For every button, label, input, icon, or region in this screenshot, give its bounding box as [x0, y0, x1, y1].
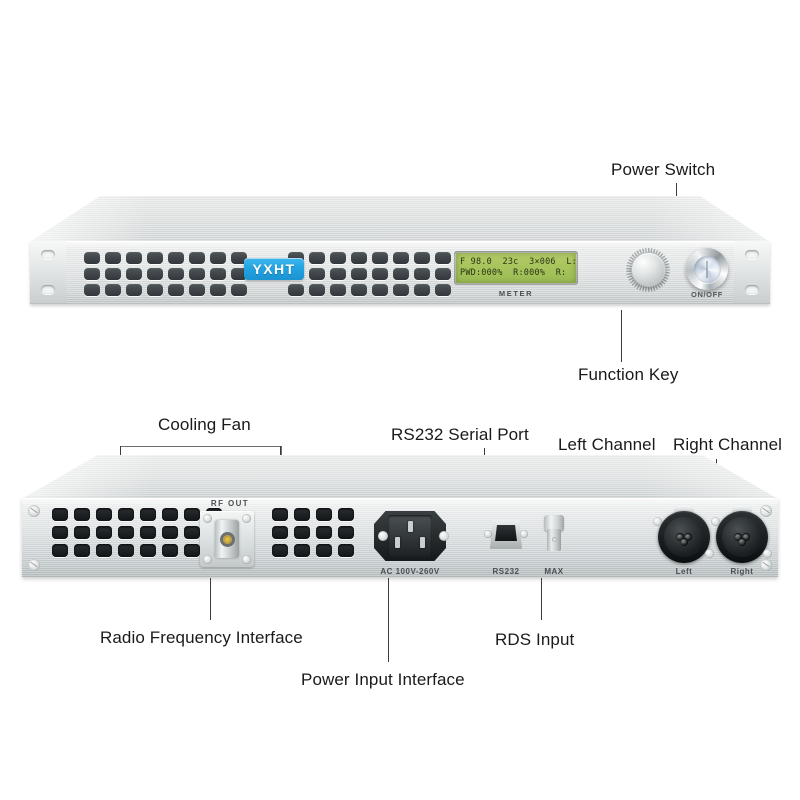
rack-ear-right [734, 241, 770, 303]
screw-icon [439, 531, 449, 541]
xlr-left-label: Left [675, 567, 693, 576]
xlr-body [658, 511, 710, 563]
screw-icon [763, 549, 772, 558]
annotation-function-key: Function Key [578, 365, 679, 384]
rf-out-label: RF OUT [210, 499, 250, 508]
lcd-display: F 98.0 23c 3×006 L: PWD:000% R:000% R: [454, 251, 578, 285]
rack-hole-icon [41, 285, 55, 294]
ac-pin-icon [407, 521, 413, 532]
ac-pin-icon [420, 537, 425, 548]
rear-panel-view: RF OUT AC 100V-260V RS232 [22, 455, 778, 585]
screw-icon [705, 549, 714, 558]
screw-icon [242, 555, 251, 564]
leader-function-key [621, 310, 623, 362]
screw-icon [520, 530, 528, 538]
xlr-pin-hole-icon [676, 533, 684, 541]
rf-output-connector[interactable] [200, 511, 254, 567]
front-panel-view: YXHT F 98.0 23c 3×006 L: PWD:000% R:000%… [30, 196, 770, 312]
leader-rds-input [541, 578, 543, 620]
front-chassis-top [30, 196, 770, 242]
lcd-line-1: F 98.0 23c 3×006 L: [460, 257, 577, 267]
annotation-power-input-interface: Power Input Interface [301, 670, 465, 689]
rds-bnc-connector[interactable] [543, 515, 565, 553]
screw-icon [203, 555, 212, 564]
lcd-line-2: PWD:000% R:000% R: [460, 267, 567, 278]
chassis-screw-icon [28, 505, 40, 517]
bnc-hex-nut [544, 515, 564, 531]
xlr-right-label: Right [730, 567, 754, 576]
rear-chassis-top [22, 455, 778, 499]
chassis-screw-icon [28, 559, 40, 571]
function-key-knob[interactable] [631, 252, 666, 287]
xlr-pin-hole-icon [738, 538, 746, 546]
screw-icon [484, 530, 492, 538]
rs232-db9-port[interactable] [484, 519, 528, 549]
annotation-right-channel: Right Channel [673, 435, 783, 454]
screw-icon [378, 531, 388, 541]
power-icon [693, 255, 721, 283]
rear-vent-grid-left [52, 508, 222, 557]
rear-vent-grid-right [272, 508, 354, 557]
rack-hole-icon [745, 285, 759, 294]
brand-logo-text: YXHT [252, 261, 296, 277]
rack-hole-icon [745, 250, 759, 259]
ac-inlet-cavity [388, 515, 432, 557]
onoff-label: ON/OFF [691, 290, 723, 299]
annotation-cooling-fan: Cooling Fan [158, 415, 251, 434]
screw-icon [203, 514, 212, 523]
brand-logo-badge: YXHT [244, 258, 304, 280]
screw-icon [242, 514, 251, 523]
xlr-pin-hole-icon [684, 533, 692, 541]
xlr-pin-hole-icon [680, 538, 688, 546]
chassis-screw-icon [760, 505, 772, 517]
meter-label: METER [498, 289, 534, 298]
xlr-face [664, 517, 704, 557]
xlr-pin-hole-icon [734, 533, 742, 541]
screw-icon [711, 517, 720, 526]
bnc-pin-icon [551, 537, 557, 542]
db9-cavity [495, 525, 517, 541]
xlr-body [716, 511, 768, 563]
front-vent-grid-right [288, 252, 451, 296]
max-label: MAX [544, 567, 564, 576]
annotation-power-switch: Power Switch [611, 160, 716, 179]
xlr-connector-right[interactable] [711, 506, 772, 563]
annotation-radio-frequency-interface: Radio Frequency Interface [100, 628, 303, 647]
rs232-label: RS232 [492, 567, 520, 576]
annotation-rds-input: RDS Input [495, 630, 575, 649]
ac-pin-icon [395, 537, 400, 548]
power-switch-button[interactable] [686, 248, 728, 290]
leader-rf-interface [210, 578, 212, 620]
front-vent-grid-left [84, 252, 247, 296]
xlr-connector-left[interactable] [653, 506, 714, 563]
annotation-rs232-serial-port: RS232 Serial Port [391, 425, 529, 444]
xlr-face [722, 517, 762, 557]
annotation-left-channel: Left Channel [558, 435, 656, 454]
chassis-screw-icon [760, 559, 772, 571]
n-type-connector-icon [215, 520, 239, 558]
rack-hole-icon [41, 250, 55, 259]
screw-icon [653, 517, 662, 526]
xlr-pin-hole-icon [742, 533, 750, 541]
rack-ear-left [30, 241, 66, 303]
leader-power-input [388, 578, 390, 662]
ac-label: AC 100V-260V [380, 567, 440, 576]
